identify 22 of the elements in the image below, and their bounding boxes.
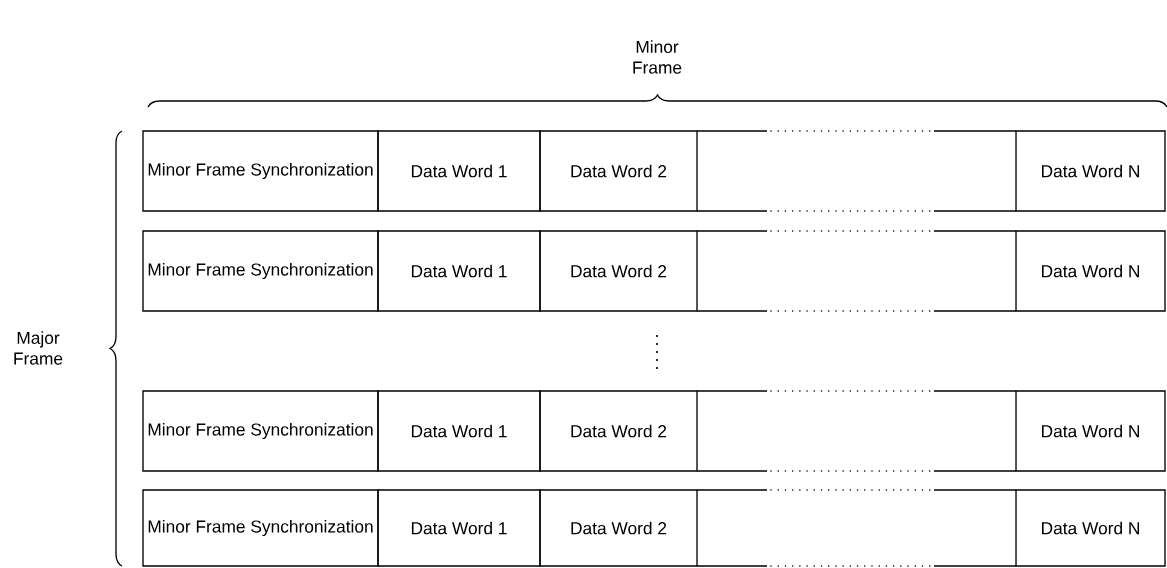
cell-box: Minor Frame Synchronization bbox=[142, 390, 379, 472]
cell-box: Data Word N bbox=[1015, 230, 1166, 312]
cell-box: Data Word N bbox=[1015, 130, 1166, 212]
broken-cell-box bbox=[696, 489, 1017, 567]
cell-box: Data Word 2 bbox=[539, 489, 698, 567]
cell-box: Data Word 1 bbox=[377, 130, 541, 212]
cell-box: Minor Frame Synchronization bbox=[142, 130, 379, 212]
cell-box: Data Word 2 bbox=[539, 390, 698, 472]
brace-label: Minor Frame bbox=[633, 40, 682, 74]
cell-box: Data Word 1 bbox=[377, 390, 541, 472]
cell-box: Minor Frame Synchronization bbox=[142, 489, 379, 567]
cell-box: Data Word 2 bbox=[539, 230, 698, 312]
broken-cell-box bbox=[696, 390, 1017, 472]
broken-cell-box bbox=[696, 130, 1017, 212]
cell-box: Data Word N bbox=[1015, 489, 1166, 567]
cell-box: Data Word 2 bbox=[539, 130, 698, 212]
cell-box: Data Word 1 bbox=[377, 489, 541, 567]
brace-label: Major Frame bbox=[14, 331, 63, 365]
cell-box: Minor Frame Synchronization bbox=[142, 230, 379, 312]
broken-cell-box bbox=[696, 230, 1017, 312]
cell-box: Data Word 1 bbox=[377, 230, 541, 312]
cell-box: Data Word N bbox=[1015, 390, 1166, 472]
